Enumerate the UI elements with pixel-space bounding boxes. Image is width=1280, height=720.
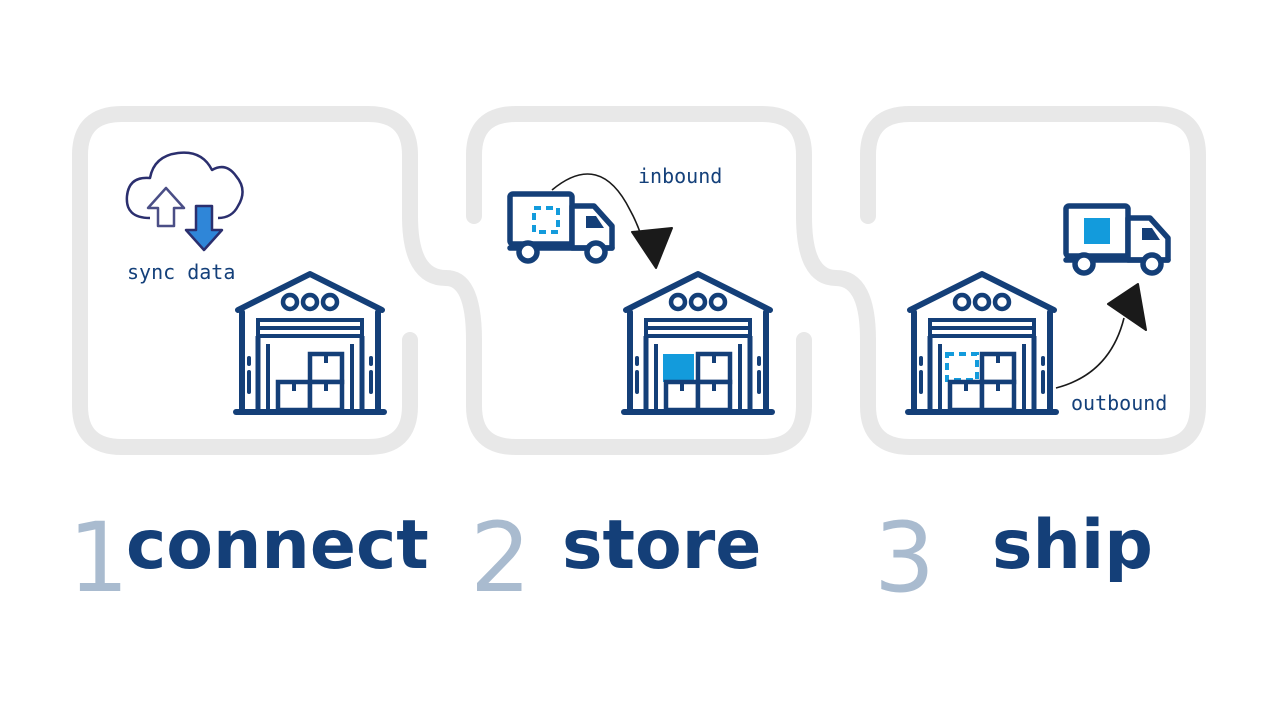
frame-connect	[72, 106, 418, 455]
connector-1-2	[402, 208, 482, 348]
step-number-2: 2	[470, 502, 532, 614]
download-arrow-icon	[184, 204, 224, 252]
annotation-outbound: outbound	[1071, 391, 1168, 415]
step-number-3: 3	[874, 502, 936, 614]
warehouse-icon	[236, 274, 384, 412]
frame-store	[466, 106, 812, 455]
warehouse-icon	[908, 274, 1056, 412]
upload-arrow-icon	[146, 186, 186, 228]
step-number-1: 1	[68, 502, 130, 614]
step-label-store: store	[562, 506, 762, 585]
truck-icon	[1066, 206, 1168, 273]
frame-ship	[860, 106, 1206, 455]
step-frames	[72, 106, 1206, 455]
truck-icon	[510, 194, 612, 261]
step-label-connect: connect	[126, 506, 429, 585]
arrow-icon	[1055, 283, 1147, 389]
arrow-icon	[551, 173, 673, 269]
warehouse-icon	[624, 274, 772, 412]
step-label-ship: ship	[992, 506, 1153, 585]
annotation-sync-data: sync data	[127, 260, 236, 284]
cloud-sync-icon	[125, 151, 244, 252]
connector-2-3	[796, 208, 876, 348]
annotation-inbound: inbound	[638, 164, 723, 188]
